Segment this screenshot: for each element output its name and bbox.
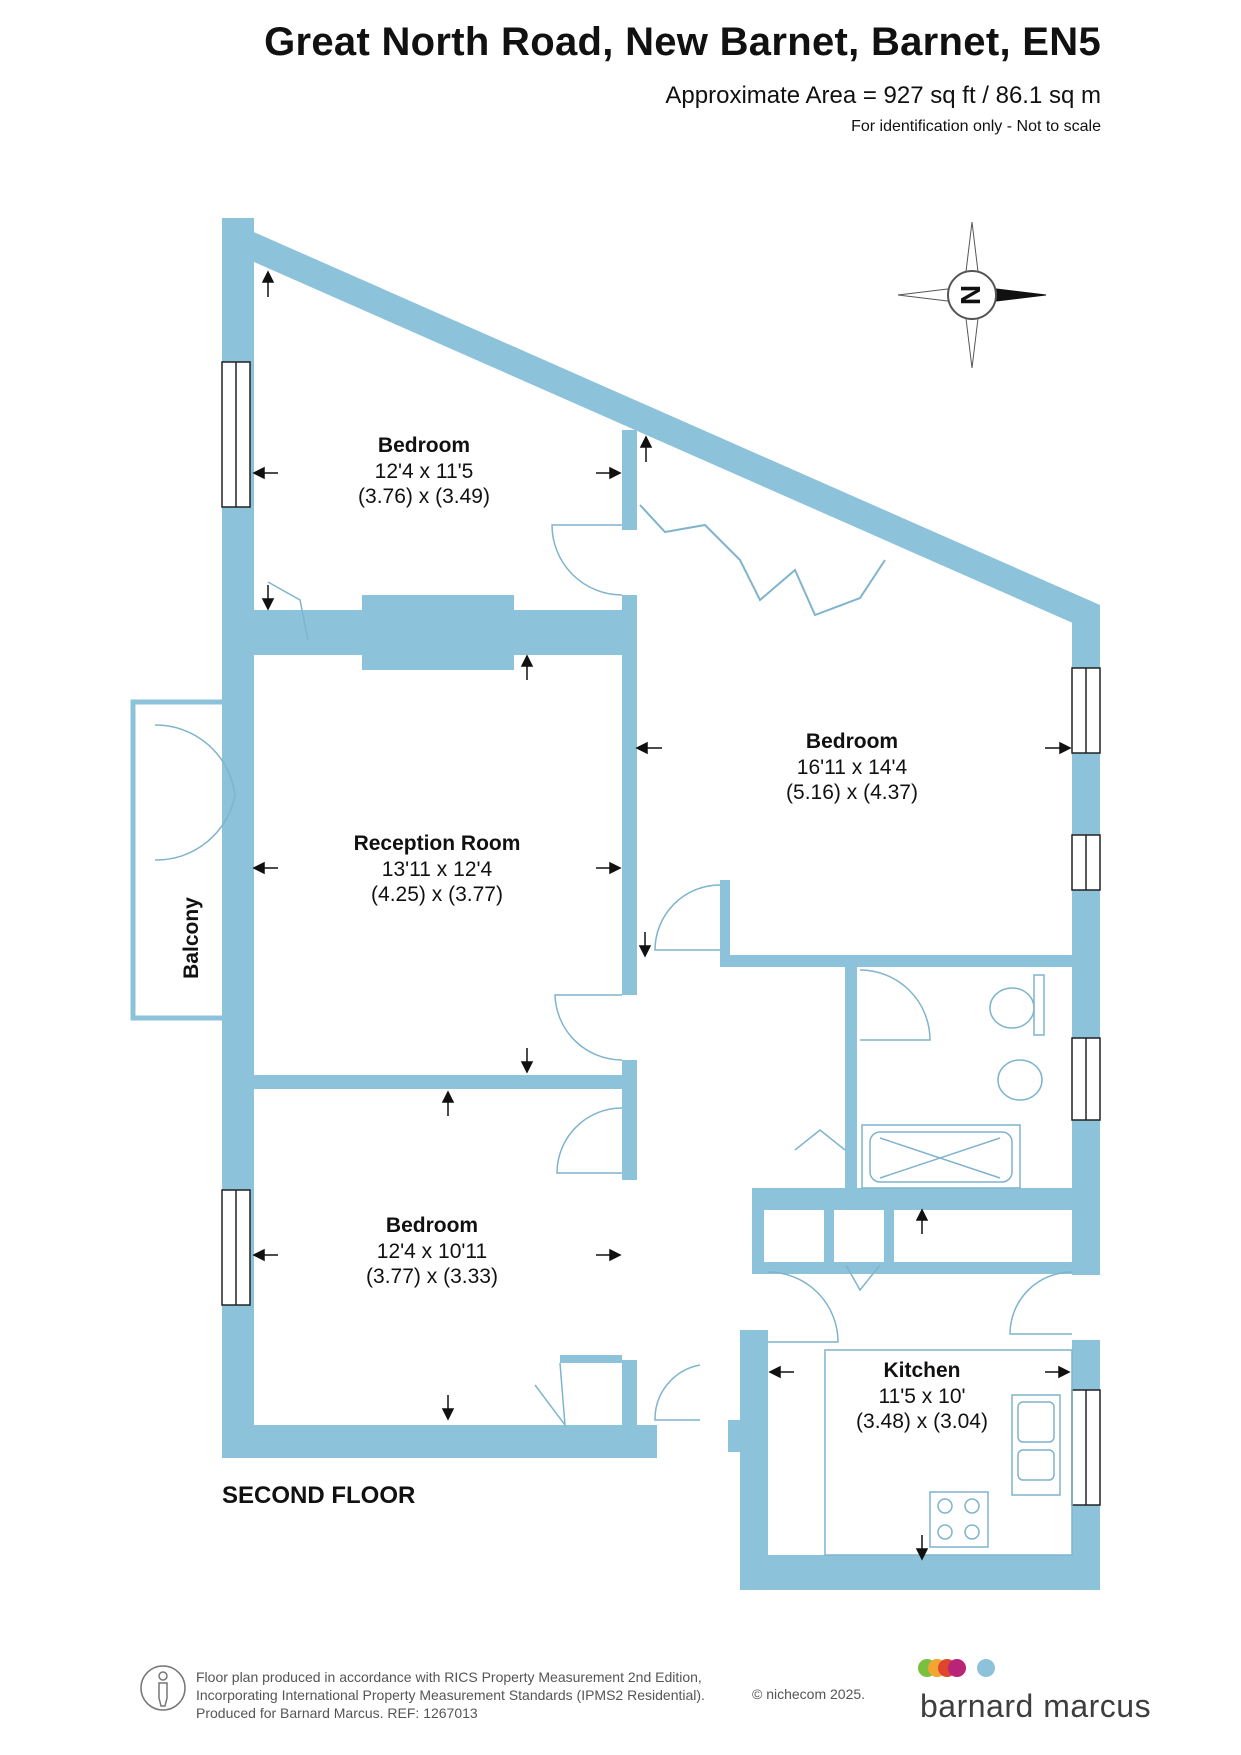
wall-wardrobe — [560, 1355, 622, 1363]
door-entrance — [654, 1364, 701, 1421]
room-imperial: 12'4 x 11'5 — [375, 460, 474, 483]
plan-title: Great North Road, New Barnet, Barnet, EN… — [264, 20, 1101, 64]
floor-label: SECOND FLOOR — [222, 1482, 416, 1509]
wall-bottom-left — [222, 1425, 657, 1458]
wardrobe-doors — [639, 504, 886, 617]
room-metric: (3.48) x (3.04) — [856, 1410, 988, 1433]
door-reception — [554, 994, 623, 1061]
accessibility-icon — [140, 1665, 186, 1711]
wall-reception-bottom — [254, 1075, 637, 1089]
footer-text: Floor plan produced in accordance with R… — [196, 1668, 705, 1722]
windows — [221, 361, 1101, 1506]
brand-dot — [977, 1659, 995, 1677]
wall-bed2-door-jamb — [720, 880, 730, 955]
brand-logo-dots — [918, 1659, 995, 1677]
kitchen-sink — [1011, 1394, 1061, 1496]
room-bedroom-1: Bedroom 12'4 x 11'5 (3.76) x (3.49) — [358, 434, 490, 508]
wall-bath-left — [845, 967, 857, 1197]
wall-kitchen-corner — [728, 1420, 768, 1452]
balcony-label-group: Balcony — [180, 897, 203, 979]
toilet — [989, 987, 1035, 1029]
room-name: Bedroom — [378, 434, 470, 457]
compass-letter: N — [955, 285, 986, 305]
door-store-cupboard — [845, 1264, 881, 1292]
brand-name: barnard marcus — [920, 1688, 1152, 1724]
room-imperial: 13'11 x 12'4 — [382, 858, 493, 881]
kitchen-fixtures — [824, 1349, 1073, 1556]
room-name: Reception Room — [354, 832, 521, 855]
kitchen-worktop — [824, 1349, 1073, 1556]
wall-center-top — [622, 430, 637, 530]
room-name: Bedroom — [806, 730, 898, 753]
wall-kitchen-left — [740, 1330, 768, 1580]
door-cupboard-bed1 — [267, 581, 309, 641]
copyright: © nichecom 2025. — [752, 1686, 866, 1702]
wall-cupboard-mid — [824, 1210, 834, 1265]
wall-cupboard-right — [884, 1210, 894, 1265]
room-reception: Reception Room 13'11 x 12'4 (4.25) x (3.… — [354, 832, 521, 906]
door-bathroom — [859, 969, 931, 1041]
bathroom-sink — [997, 1059, 1043, 1101]
wall-bed2-bottom — [720, 955, 1072, 967]
bathroom-fixtures — [861, 974, 1045, 1189]
area-text: Approximate Area = 927 sq ft / 86.1 sq m — [665, 82, 1101, 109]
door-swings — [154, 524, 1073, 1428]
door-kitchen-right — [1009, 1271, 1073, 1335]
wall-center-bottom — [622, 1360, 637, 1430]
door-bed2 — [654, 884, 721, 951]
wall-center-low — [622, 1060, 637, 1180]
wall-bath-bottom — [752, 1188, 1072, 1210]
footer-line-3: Produced for Barnard Marcus. REF: 126701… — [196, 1705, 478, 1721]
door-balcony-bottom — [154, 794, 236, 861]
wall-left-lower — [222, 728, 254, 1458]
door-bed1 — [551, 524, 623, 596]
chimney-breast — [362, 595, 514, 670]
room-metric: (4.25) x (3.77) — [371, 883, 503, 906]
wall-cupboard — [254, 640, 309, 652]
footer-line-2: Incorporating International Property Mea… — [196, 1687, 705, 1703]
door-kitchen-left — [767, 1271, 839, 1343]
balcony — [130, 699, 222, 1021]
room-imperial: 12'4 x 10'11 — [377, 1240, 487, 1263]
door-hall-cupboard — [794, 1129, 846, 1151]
room-kitchen: Kitchen 11'5 x 10' (3.48) x (3.04) — [856, 1359, 988, 1433]
room-metric: (3.76) x (3.49) — [358, 485, 490, 508]
walls — [222, 218, 1100, 1590]
brand-dot — [948, 1659, 966, 1677]
wall-kitchen-top — [752, 1262, 1072, 1274]
room-imperial: 16'11 x 14'4 — [797, 756, 908, 779]
door-balcony-top — [154, 724, 236, 796]
balcony-label: Balcony — [180, 897, 203, 979]
room-metric: (3.77) x (3.33) — [366, 1265, 498, 1288]
bathtub — [861, 1124, 1021, 1189]
room-bedroom-3: Bedroom 12'4 x 10'11 (3.77) x (3.33) — [366, 1214, 498, 1288]
door-wardrobe-bed3 — [534, 1362, 566, 1428]
room-name: Bedroom — [386, 1214, 478, 1237]
wall-bottom-kitchen — [740, 1555, 1100, 1590]
wall-diagonal — [222, 218, 1100, 635]
room-name: Kitchen — [883, 1359, 960, 1382]
room-imperial: 11'5 x 10' — [878, 1385, 965, 1408]
room-metric: (5.16) x (4.37) — [786, 781, 918, 804]
wall-center-mid — [622, 595, 637, 995]
compass-icon: N — [897, 221, 1047, 369]
dimension-arrows — [252, 270, 1072, 1561]
wall-cupboard-left — [752, 1210, 764, 1270]
hob — [929, 1491, 989, 1548]
room-bedroom-2: Bedroom 16'11 x 14'4 (5.16) x (4.37) — [786, 730, 918, 804]
footer-line-1: Floor plan produced in accordance with R… — [196, 1669, 702, 1685]
door-bed3 — [556, 1107, 623, 1174]
scale-note: For identification only - Not to scale — [851, 118, 1101, 135]
